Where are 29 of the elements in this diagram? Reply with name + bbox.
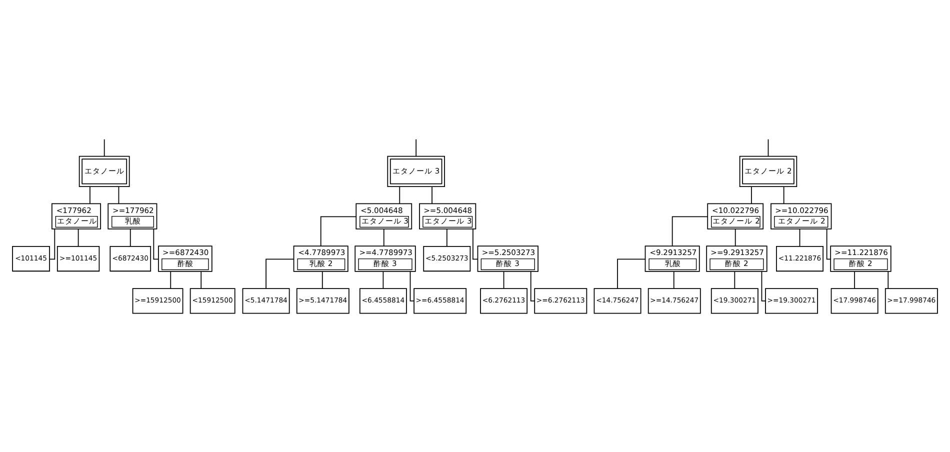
connector xyxy=(399,186,400,204)
connector xyxy=(322,271,323,289)
connector xyxy=(104,138,105,157)
connector xyxy=(153,228,159,260)
connector xyxy=(768,138,769,157)
connector xyxy=(382,271,384,289)
connector xyxy=(673,271,674,289)
connector xyxy=(854,271,856,289)
connector xyxy=(472,228,478,260)
connector xyxy=(888,271,889,289)
connector xyxy=(503,271,504,289)
connector xyxy=(266,258,294,289)
connector xyxy=(751,186,752,204)
connector xyxy=(416,138,417,157)
connector xyxy=(446,228,448,247)
connector xyxy=(78,228,79,247)
connector xyxy=(320,216,356,246)
connector xyxy=(118,186,120,204)
connector xyxy=(617,258,646,289)
connector xyxy=(672,216,708,246)
connector xyxy=(734,271,736,289)
connector xyxy=(734,228,736,246)
connector xyxy=(49,228,56,260)
connector xyxy=(130,228,131,247)
connector xyxy=(200,271,202,289)
connector xyxy=(799,228,800,247)
connector xyxy=(783,186,784,204)
connector xyxy=(383,228,384,246)
connector xyxy=(170,271,172,289)
